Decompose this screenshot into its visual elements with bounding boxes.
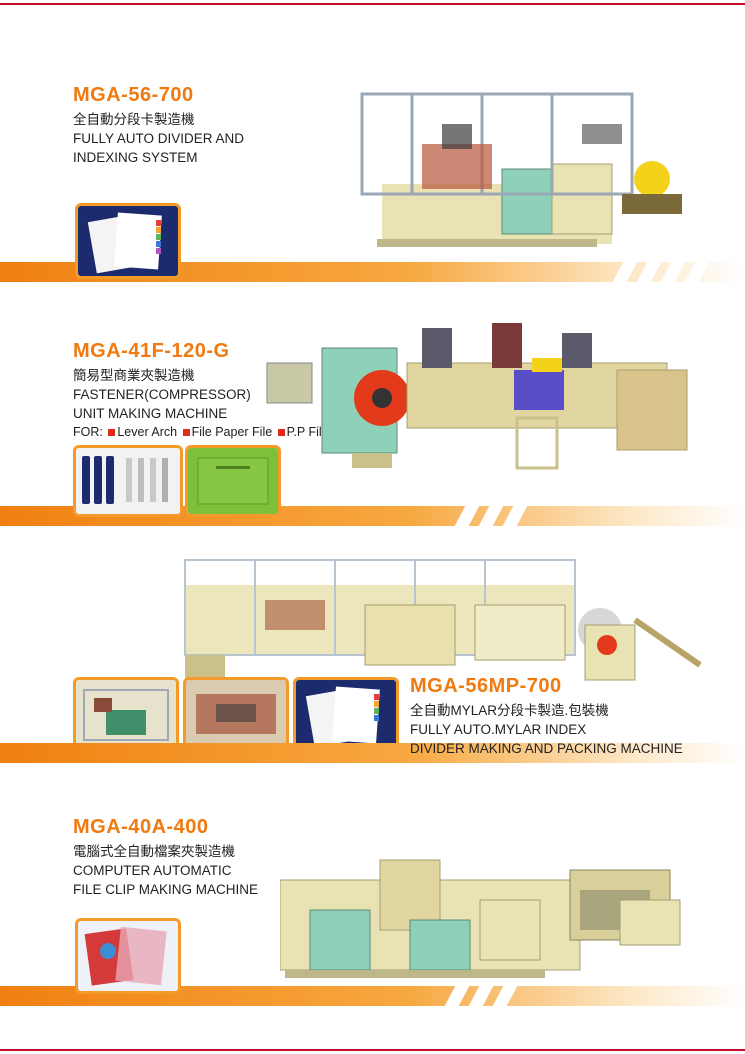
english-name-line-2: DIVIDER MAKING AND PACKING MACHINE — [410, 741, 683, 756]
for-item: P.P File — [286, 425, 329, 439]
section-mga-56-700: MGA-56-700 全自動分段卡製造機 FULLY AUTO DIVIDER … — [0, 0, 745, 290]
bottom-rule — [0, 1049, 745, 1051]
bullet-icon — [277, 428, 285, 436]
chinese-name: 簡易型商業夾製造機 — [73, 368, 195, 383]
for-item: File Paper File — [191, 425, 273, 439]
for-label: FOR: — [73, 425, 103, 439]
top-rule — [0, 3, 745, 5]
product-thumbnail-machine-detail-1 — [73, 677, 179, 755]
product-thumbnail-mylar-dividers — [293, 677, 399, 755]
product-thumbnail-index-dividers — [75, 203, 181, 279]
product-thumbnail-lever-arch-fasteners — [73, 445, 183, 517]
for-usage-line: FOR: Lever Arch File Paper File P.P File — [73, 423, 329, 442]
product-thumbnail-file-clips — [75, 918, 181, 994]
machine-image-divider-system — [360, 92, 682, 247]
english-name-line-2: INDEXING SYSTEM — [73, 150, 198, 165]
model-title: MGA-56MP-700 — [410, 675, 562, 697]
model-title: MGA-40A-400 — [73, 816, 209, 838]
machine-image-file-clip-maker — [280, 859, 681, 978]
chinese-name: 全自動MYLAR分段卡製造.包裝機 — [410, 703, 609, 718]
section-mga-56mp-700: MGA-56MP-700 全自動MYLAR分段卡製造.包裝機 FULLY AUT… — [0, 535, 745, 780]
chinese-name: 全自動分段卡製造機 — [73, 112, 195, 127]
orange-band — [0, 743, 745, 763]
for-item: Lever Arch — [117, 425, 178, 439]
section-mga-41f-120-g: MGA-41F-120-G 簡易型商業夾製造機 FASTENER(COMPRES… — [0, 290, 745, 535]
machine-image-fastener-unit — [266, 323, 688, 470]
bullet-icon — [108, 428, 116, 436]
english-name-line-1: FULLY AUTO.MYLAR INDEX — [410, 722, 587, 737]
english-name-line-1: FULLY AUTO DIVIDER AND — [73, 131, 245, 146]
orange-band — [0, 262, 745, 282]
model-title: MGA-56-700 — [73, 84, 194, 106]
bullet-icon — [182, 428, 190, 436]
model-title: MGA-41F-120-G — [73, 340, 230, 362]
english-name-line-1: FASTENER(COMPRESSOR) — [73, 387, 251, 402]
orange-band — [0, 986, 745, 1006]
product-thumbnail-green-file — [185, 445, 281, 517]
section-mga-40a-400: MGA-40A-400 電腦式全自動檔案夾製造機 COMPUTER AUTOMA… — [0, 780, 745, 1050]
english-name-line-1: COMPUTER AUTOMATIC — [73, 863, 232, 878]
machine-image-mylar-divider-line — [184, 559, 702, 681]
chinese-name: 電腦式全自動檔案夾製造機 — [73, 844, 235, 859]
product-thumbnail-machine-detail-2 — [183, 677, 289, 755]
english-name-line-2: FILE CLIP MAKING MACHINE — [73, 882, 259, 897]
english-name-line-2: UNIT MAKING MACHINE — [73, 406, 228, 421]
